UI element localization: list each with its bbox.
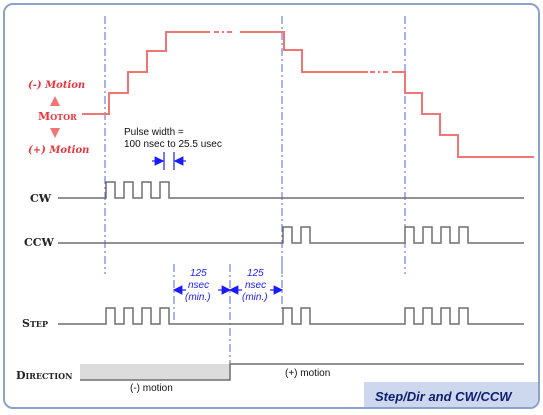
caption-text: Step/Dir and CW/CCW — [375, 389, 513, 404]
cw-label: CW — [30, 192, 52, 205]
ccw-trace — [58, 226, 524, 244]
direction-trace — [80, 363, 524, 381]
pulse-width-line1: Pulse width = — [124, 127, 184, 138]
step-label: STEP — [22, 317, 48, 330]
timing-a-note: (min.) — [185, 292, 211, 303]
direction-pos-label: (+) motion — [285, 368, 330, 379]
ccw-label: CCW — [24, 236, 55, 249]
timing-b-unit: nsec — [245, 280, 266, 291]
direction-neg-region — [80, 364, 230, 380]
timing-a-unit: nsec — [188, 280, 209, 291]
motor-down-arrow-icon — [50, 128, 60, 138]
timing-b-note: (min.) — [242, 292, 268, 303]
pulse-width-line2: 100 nsec to 25.5 usec — [124, 139, 222, 150]
step-trace — [58, 307, 524, 325]
timing-diagram-frame: (-) Motion MOTOR (+) Motion Pulse width … — [3, 3, 540, 409]
direction-neg-label: (-) motion — [130, 383, 173, 394]
motor-trace — [82, 31, 534, 158]
caption-box — [364, 382, 538, 407]
timing-b-value: 125 — [247, 268, 264, 279]
motor-up-arrow-icon — [50, 96, 60, 106]
motor-label: MOTOR — [38, 110, 77, 123]
cw-trace — [58, 181, 524, 199]
pulse-width-arrows — [152, 152, 186, 170]
motor-pos-motion-label: (+) Motion — [28, 145, 89, 156]
direction-label: DIRECTION — [16, 369, 72, 382]
timing-diagram: (-) Motion MOTOR (+) Motion Pulse width … — [16, 16, 538, 407]
motor-neg-motion-label: (-) Motion — [28, 80, 85, 91]
timing-a-value: 125 — [190, 268, 207, 279]
